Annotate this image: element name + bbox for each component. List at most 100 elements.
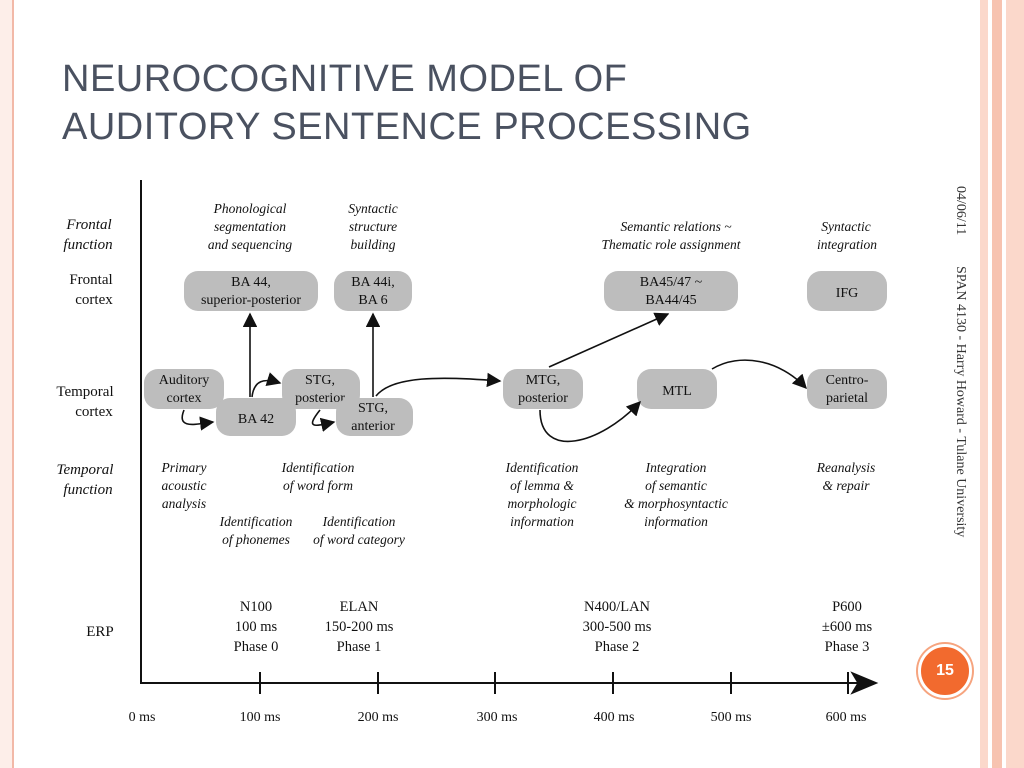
- temporal-function-word-category: Identification: [322, 514, 396, 529]
- box-ifg: IFG: [807, 271, 887, 311]
- temporal-function-integration: Integration: [645, 460, 707, 475]
- arrow-stg-posterior-to-stg-anterior: [311, 409, 336, 432]
- svg-text:STG,: STG,: [305, 373, 335, 388]
- temporal-function-integration: of semantic: [645, 478, 707, 493]
- arrow-mtg-to-mtl: [539, 400, 641, 443]
- row-label-temporal-cortex: cortex: [75, 404, 113, 420]
- frontal-function-syntactic-building: building: [350, 237, 395, 252]
- frontal-function-syntactic-integration: integration: [817, 237, 877, 252]
- svg-text:superior-posterior: superior-posterior: [201, 293, 301, 308]
- box-ba44i-ba6: BA 44i, BA 6: [334, 271, 412, 311]
- frontal-function-phonological: Phonological: [213, 201, 287, 216]
- frontal-function-syntactic-building: Syntactic: [348, 201, 397, 216]
- left-frame-border: [0, 0, 14, 768]
- temporal-function-phonemes: Identification: [219, 514, 293, 529]
- temporal-function-primary: analysis: [162, 496, 206, 511]
- temporal-function-word-category: of word category: [313, 532, 405, 547]
- svg-text:cortex: cortex: [167, 391, 202, 406]
- arrow-mtg-to-ba4547: [548, 312, 670, 368]
- temporal-function-primary: acoustic: [162, 478, 207, 493]
- right-frame-band: [1002, 0, 1006, 768]
- svg-text:anterior: anterior: [351, 419, 395, 434]
- svg-text:BA45/47 ~: BA45/47 ~: [640, 275, 703, 290]
- box-ba42: BA 42: [216, 398, 296, 436]
- svg-text:posterior: posterior: [295, 391, 345, 406]
- slide-title-line-1: NEUROCOGNITIVE MODEL OF: [62, 58, 628, 100]
- temporal-function-phonemes: of phonemes: [222, 532, 290, 547]
- temporal-function-lemma: morphologic: [508, 496, 577, 511]
- svg-text:BA 6: BA 6: [358, 293, 387, 308]
- svg-text:MTG,: MTG,: [526, 373, 561, 388]
- box-centro-parietal: Centro- parietal: [807, 369, 887, 409]
- svg-text:posterior: posterior: [518, 391, 568, 406]
- box-mtl: MTL: [637, 369, 717, 409]
- frontal-function-syntactic-integration: Syntactic: [821, 219, 870, 234]
- erp-p600: Phase 3: [825, 639, 870, 655]
- erp-p600: P600: [832, 599, 862, 615]
- svg-text:MTL: MTL: [662, 384, 692, 399]
- time-label-200: 200 ms: [358, 710, 399, 725]
- erp-n100: Phase 0: [234, 639, 279, 655]
- temporal-function-primary: Primary: [161, 460, 207, 475]
- erp-n400-lan: Phase 2: [595, 639, 640, 655]
- arrow-mtl-to-centro-parietal: [711, 359, 807, 390]
- temporal-function-reanalysis: & repair: [822, 478, 870, 493]
- box-stg-posterior: STG, posterior: [282, 369, 360, 409]
- temporal-function-reanalysis: Reanalysis: [816, 460, 876, 475]
- row-label-temporal-cortex: Temporal: [56, 384, 113, 400]
- arrow-ba42-to-stg-posterior: [251, 372, 282, 398]
- erp-n400-lan: 300-500 ms: [583, 619, 652, 635]
- svg-text:parietal: parietal: [826, 391, 868, 406]
- box-ba44-superior-posterior: BA 44, superior-posterior: [184, 271, 318, 311]
- box-ba4547-ba4445: BA45/47 ~ BA44/45: [604, 271, 738, 311]
- right-frame-band: [992, 0, 1002, 768]
- svg-text:BA 44i,: BA 44i,: [351, 275, 395, 290]
- right-frame-band: [1006, 0, 1024, 768]
- temporal-function-integration: & morphosyntactic: [624, 496, 728, 511]
- row-label-temporal-function: Temporal: [57, 462, 114, 478]
- time-label-300: 300 ms: [477, 710, 518, 725]
- page-number: 15: [936, 662, 954, 679]
- box-stg-anterior: STG, anterior: [336, 398, 413, 436]
- row-label-frontal-cortex: Frontal: [69, 272, 112, 288]
- erp-n100: N100: [240, 599, 272, 615]
- temporal-function-lemma: information: [510, 514, 574, 529]
- row-label-frontal-function: Frontal: [65, 217, 111, 233]
- erp-elan: 150-200 ms: [325, 619, 394, 635]
- time-label-400: 400 ms: [594, 710, 635, 725]
- right-frame-band: [980, 0, 988, 768]
- box-mtg-posterior: MTG, posterior: [503, 369, 583, 409]
- arrow-stg-to-mtg: [375, 372, 502, 397]
- temporal-function-lemma: of lemma &: [510, 478, 574, 493]
- svg-text:Centro-: Centro-: [826, 373, 869, 388]
- erp-p600: ±600 ms: [822, 619, 873, 635]
- arrow-auditory-to-ba42: [181, 409, 215, 431]
- time-label-0: 0 ms: [129, 710, 156, 725]
- erp-n400-lan: N400/LAN: [584, 599, 651, 615]
- row-label-erp: ERP: [86, 624, 114, 640]
- right-frame-band: [988, 0, 992, 768]
- time-label-600: 600 ms: [826, 710, 867, 725]
- erp-n100: 100 ms: [235, 619, 278, 635]
- erp-elan: ELAN: [340, 599, 379, 615]
- row-label-frontal-function: function: [63, 237, 112, 253]
- temporal-function-lemma: Identification: [505, 460, 579, 475]
- frontal-function-semantic-relations: Thematic role assignment: [602, 237, 742, 252]
- box-auditory-cortex: Auditory cortex: [144, 369, 224, 409]
- svg-text:STG,: STG,: [358, 401, 388, 416]
- temporal-function-word-form: of word form: [283, 478, 353, 493]
- temporal-function-integration: information: [644, 514, 708, 529]
- frontal-function-semantic-relations: Semantic relations ~: [620, 219, 732, 234]
- frontal-function-phonological: and sequencing: [208, 237, 293, 252]
- svg-text:Auditory: Auditory: [159, 373, 210, 388]
- slide-title: NEUROCOGNITIVE MODEL OF AUDITORY SENTENC…: [62, 55, 862, 151]
- svg-text:IFG: IFG: [836, 286, 859, 301]
- time-label-500: 500 ms: [711, 710, 752, 725]
- svg-text:BA44/45: BA44/45: [645, 293, 696, 308]
- slide-title-line-2: AUDITORY SENTENCE PROCESSING: [62, 106, 752, 148]
- time-label-100: 100 ms: [240, 710, 281, 725]
- svg-text:BA 42: BA 42: [238, 412, 274, 427]
- erp-elan: Phase 1: [337, 639, 382, 655]
- frontal-function-phonological: segmentation: [214, 219, 286, 234]
